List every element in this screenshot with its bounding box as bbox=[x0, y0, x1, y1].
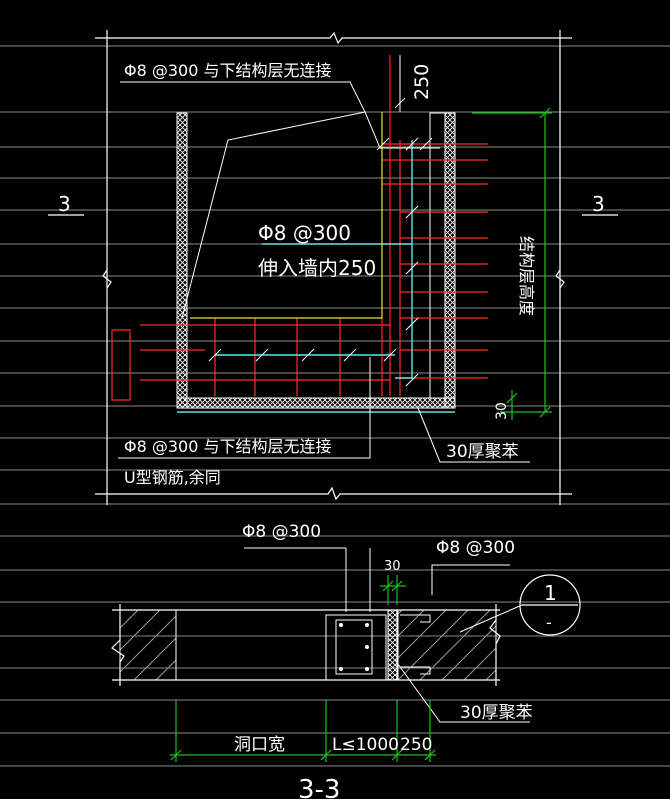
background-rules bbox=[0, 45, 670, 767]
section-title: 3-3 bbox=[298, 775, 340, 799]
dim-l: L≤1000 bbox=[332, 735, 399, 755]
plan-column bbox=[244, 547, 387, 681]
mortar-bottom: 30厚聚苯 bbox=[460, 703, 533, 723]
detail-sub: - bbox=[546, 613, 552, 632]
plan-rebar-right: Φ8 @300 bbox=[436, 538, 515, 558]
section-mark-left-label: 3 bbox=[58, 192, 71, 216]
plan-wall-left bbox=[119, 609, 177, 681]
dim-opening: 洞口宽 bbox=[234, 735, 285, 755]
plan-wall-right bbox=[397, 609, 497, 681]
plan-view: Φ8 @300 Φ8 @300 30 1 - 30厚聚苯 洞口宽 L≤1000 … bbox=[111, 522, 581, 799]
dim-30-right: 30 bbox=[494, 402, 510, 420]
mortar-top: 30厚聚苯 bbox=[446, 442, 519, 462]
vertical-dimension bbox=[472, 107, 552, 420]
plan-30-dimension bbox=[380, 575, 406, 605]
plan-outline bbox=[111, 604, 501, 686]
bottom-rebar-note-1: Φ8 @300 与下结构层无连接 bbox=[124, 437, 332, 456]
plan-polystyrene bbox=[387, 609, 398, 681]
plan-column-dots bbox=[339, 623, 369, 671]
plan-rebar-left: Φ8 @300 bbox=[242, 522, 321, 542]
white-leaders bbox=[118, 81, 530, 463]
section-mark-left: 3 bbox=[48, 192, 84, 216]
plan-dimension-chain bbox=[170, 700, 436, 762]
detail-num: 1 bbox=[544, 581, 557, 605]
top-250-dimension bbox=[394, 55, 406, 112]
top-rebar-note: Φ8 @300 与下结构层无连接 bbox=[124, 61, 332, 80]
plan-mortar-leader bbox=[394, 659, 530, 723]
vertical-dim-label: 结构层高度 bbox=[517, 236, 536, 316]
inner-rebar: Φ8 @300 bbox=[258, 221, 351, 245]
cyan-u-bar bbox=[208, 137, 433, 387]
section-frame bbox=[95, 30, 572, 505]
inner-rebar-note: 伸入墙内250 bbox=[258, 256, 376, 280]
bottom-rebar-note-2: U型钢筋,余同 bbox=[124, 468, 221, 487]
dim-250-top: 250 bbox=[411, 64, 433, 100]
red-rebars bbox=[111, 55, 488, 401]
yellow-leader bbox=[190, 112, 383, 319]
plan-hooks bbox=[400, 564, 510, 675]
dim-250-bottom: 250 bbox=[400, 735, 432, 755]
section-mark-right-label: 3 bbox=[592, 192, 605, 216]
u-wall-hatch bbox=[176, 112, 456, 409]
section-mark-right: 3 bbox=[582, 192, 618, 216]
plan-dim-30: 30 bbox=[384, 559, 401, 574]
detail-bubble bbox=[459, 574, 581, 636]
section-view: 3 3 bbox=[48, 30, 618, 505]
